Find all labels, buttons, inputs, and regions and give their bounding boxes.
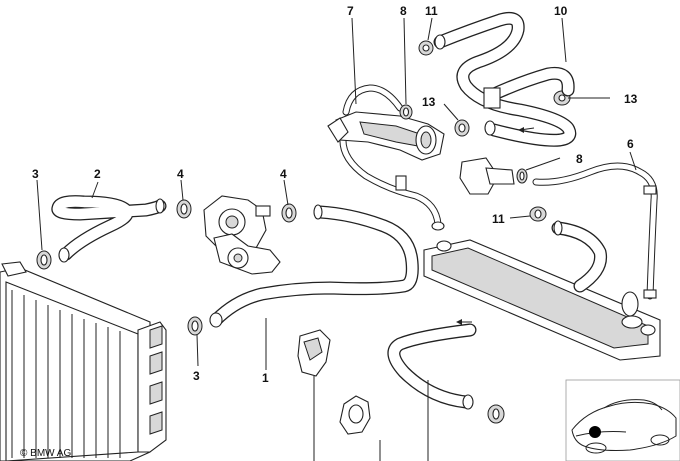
callout-1: 1 bbox=[262, 371, 269, 385]
clamp-8-top bbox=[399, 104, 413, 120]
callout-10: 10 bbox=[554, 4, 568, 18]
thermostat-housing bbox=[327, 111, 515, 195]
callout-8-top: 8 bbox=[400, 4, 407, 18]
clamp-13-left bbox=[454, 119, 470, 137]
callout-3-bottom: 3 bbox=[193, 369, 200, 383]
clamp-3-bottom bbox=[187, 316, 203, 336]
callout-8-right: 8 bbox=[576, 152, 583, 166]
clamp-3-top bbox=[36, 250, 52, 270]
clamp-8-right bbox=[516, 168, 528, 184]
hose-right-middle bbox=[551, 220, 608, 293]
callout-4-left: 4 bbox=[177, 167, 184, 181]
callout-labels: 1 2 3 3 4 4 6 7 8 8 10 11 11 13 13 bbox=[32, 4, 638, 385]
callout-7: 7 bbox=[347, 4, 354, 18]
hose-7 bbox=[339, 128, 445, 231]
crossmember bbox=[423, 239, 661, 361]
clamp-4-right bbox=[281, 203, 297, 223]
hose-7-upper bbox=[342, 84, 404, 116]
hose-lower-right bbox=[387, 323, 477, 461]
clamp-11-top bbox=[418, 40, 434, 56]
callout-13-right: 13 bbox=[624, 92, 638, 106]
mounting-clip bbox=[339, 395, 381, 461]
clamp-4-left bbox=[176, 199, 192, 219]
hose-1 bbox=[209, 204, 419, 328]
callout-4-right: 4 bbox=[280, 167, 287, 181]
hose-6 bbox=[532, 162, 658, 300]
hose-2 bbox=[51, 195, 167, 263]
callout-13-left: 13 bbox=[422, 95, 436, 109]
leader-lines bbox=[36, 17, 637, 370]
callout-3-top: 3 bbox=[32, 167, 39, 181]
clamp-lower-right bbox=[487, 404, 505, 424]
copyright-text: © BMW AG bbox=[20, 448, 71, 459]
callout-11-top: 11 bbox=[425, 4, 438, 18]
location-marker bbox=[589, 426, 601, 438]
hose-bracket bbox=[297, 329, 331, 461]
callout-6: 6 bbox=[627, 137, 634, 151]
clamp-11-mid bbox=[529, 206, 547, 222]
flow-arrow bbox=[456, 319, 472, 325]
hose-10 bbox=[433, 11, 577, 147]
radiator bbox=[0, 261, 167, 461]
callout-11-mid: 11 bbox=[492, 212, 505, 226]
callout-2: 2 bbox=[94, 167, 101, 181]
vehicle-location-inset bbox=[565, 379, 680, 461]
water-pump bbox=[203, 195, 281, 275]
